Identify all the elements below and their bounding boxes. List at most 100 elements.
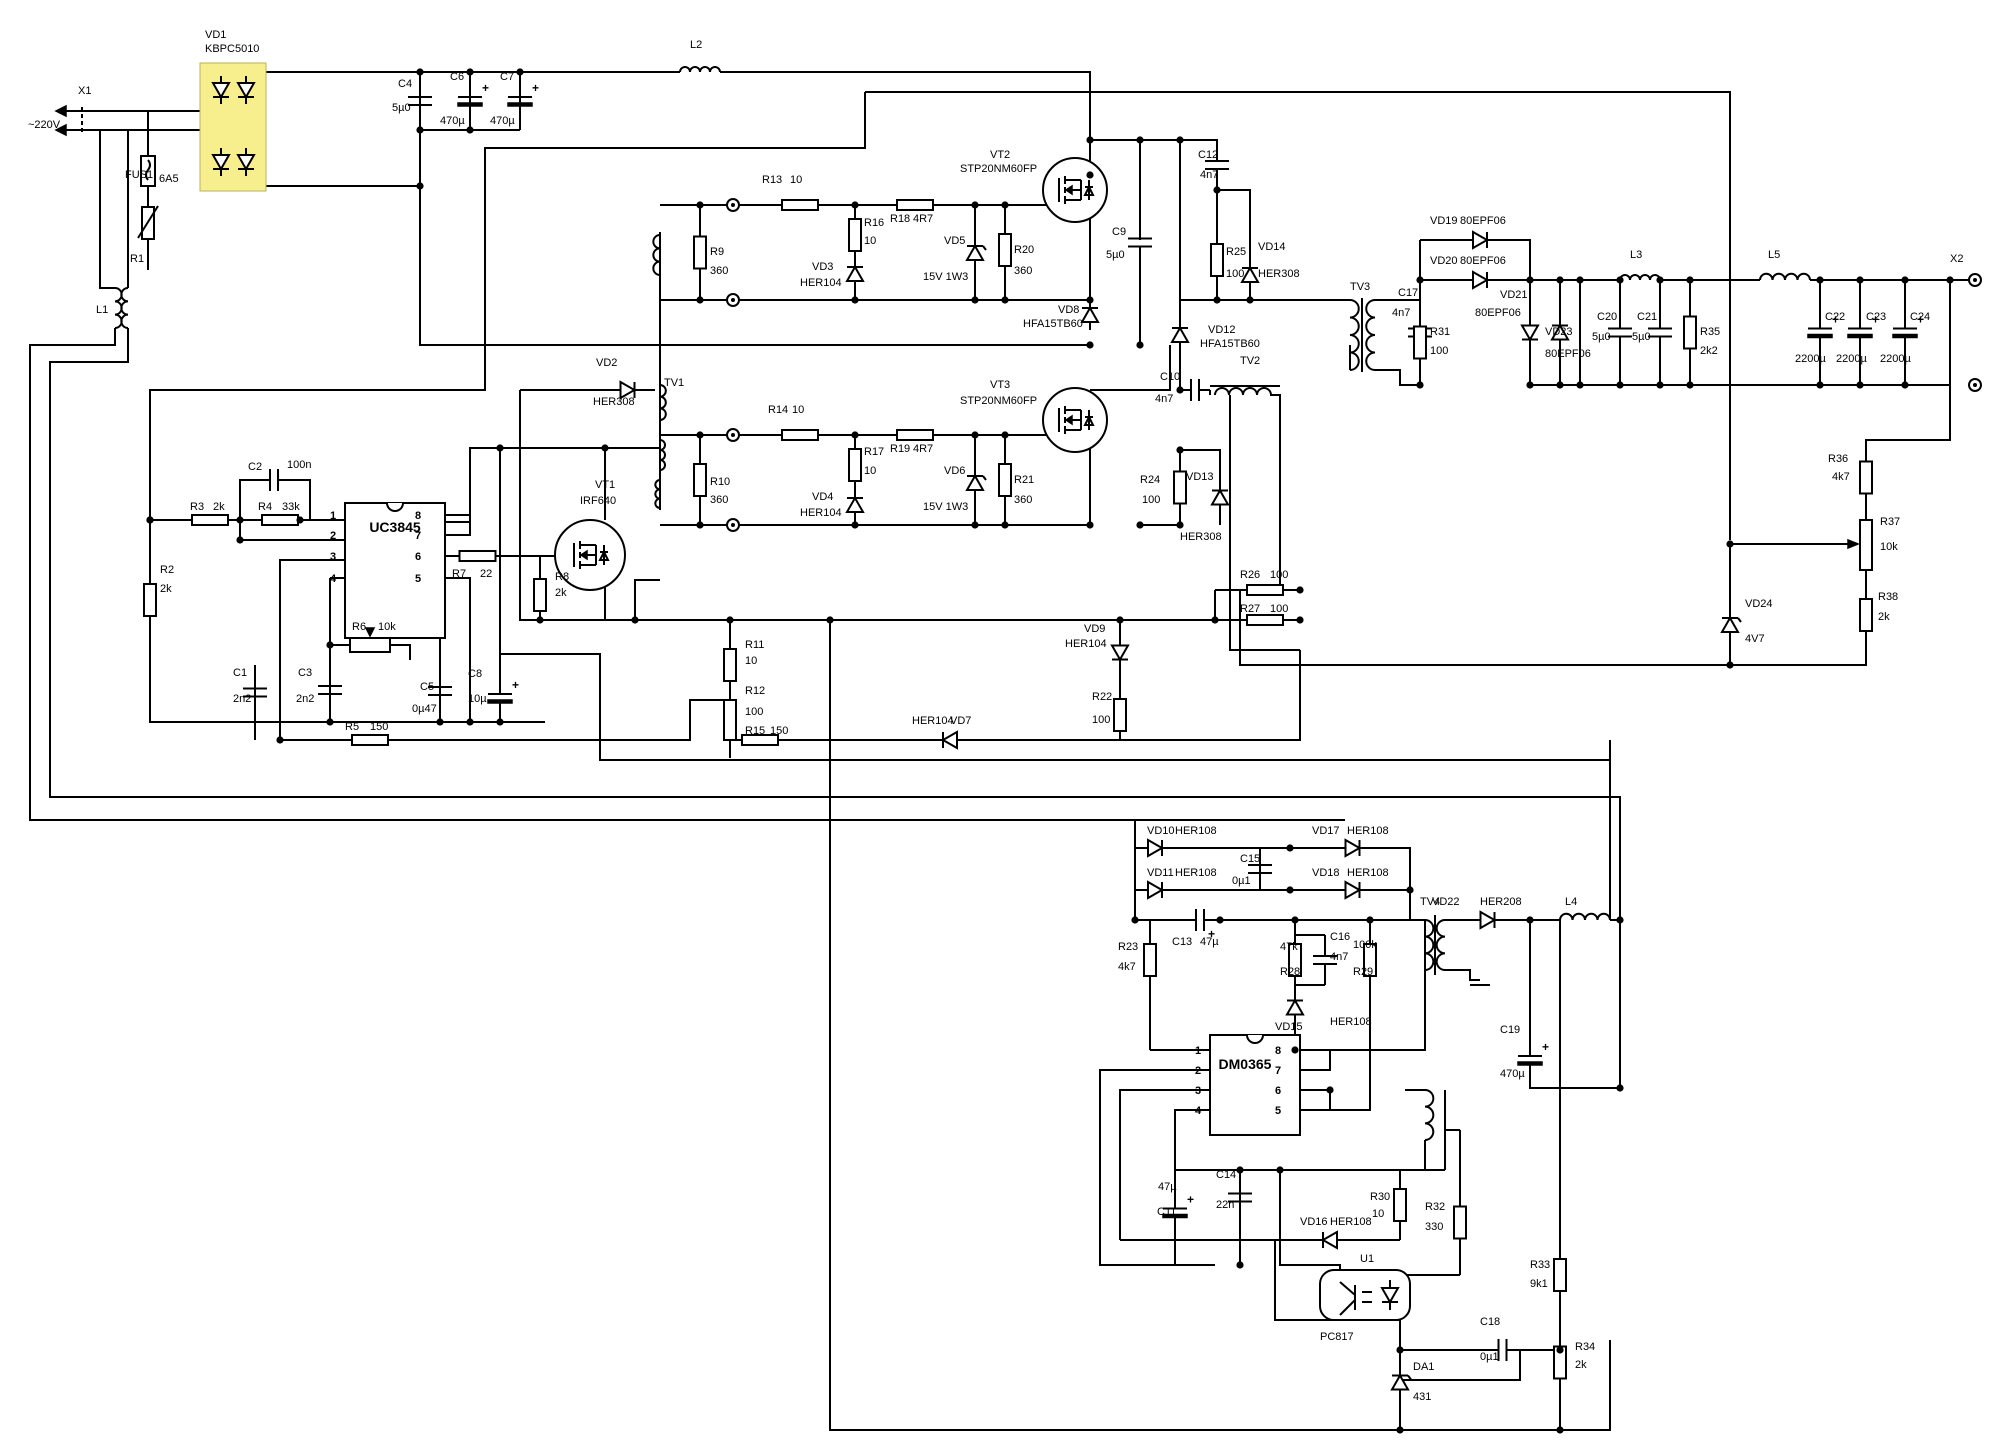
wire [634, 579, 660, 620]
junction-dot [1296, 586, 1304, 594]
junction-dot [971, 296, 979, 304]
u1-collector [1339, 1281, 1356, 1296]
junction-dot [1276, 1166, 1284, 1174]
junction-dot [1856, 276, 1864, 284]
vt3-mosfet [1042, 387, 1108, 453]
r18-resistor [895, 199, 935, 211]
junction-dot [466, 68, 474, 76]
junction-dot [236, 516, 244, 524]
x1-arrow [54, 104, 67, 118]
junction-dot [1526, 381, 1534, 389]
c18-ref: C18 [1480, 1316, 1500, 1328]
c15-capacitor [1248, 848, 1272, 890]
vd24-diode [1720, 610, 1742, 640]
junction-dot [296, 516, 304, 524]
r34-ref: R34 [1575, 1341, 1595, 1353]
r6-potentiometer [349, 637, 391, 653]
r32-value: 330 [1425, 1221, 1443, 1233]
vd10-value: HER108 [1175, 825, 1217, 837]
wire [829, 620, 1611, 1431]
vd18-diode [1330, 880, 1375, 900]
vt3-value: STP20NM60FP [960, 395, 1037, 407]
r10-value: 360 [710, 494, 728, 506]
r17-ref: R17 [864, 446, 884, 458]
r33-ref: R33 [1530, 1259, 1550, 1271]
vd4-diode [845, 490, 865, 520]
c2-capacitor [265, 469, 283, 491]
r8-resistor [533, 575, 547, 615]
vd1-ref: VD1 [205, 29, 226, 41]
vd17-ref: VD17 [1312, 825, 1340, 837]
r19-value: 4R7 [913, 443, 933, 455]
junction-dot [1286, 886, 1294, 894]
c8-value: 10µ [468, 693, 487, 705]
c13-ref: C13 [1172, 936, 1192, 948]
vd19-ref: VD19 [1430, 215, 1458, 227]
tv3-transformer [1349, 298, 1376, 372]
wire [149, 92, 866, 520]
junction-dot [1616, 276, 1624, 284]
r9-resistor [693, 205, 707, 300]
r10-ref: R10 [710, 476, 730, 488]
junction-dot [1001, 296, 1009, 304]
terminal-center [731, 298, 735, 302]
junction-dot [1176, 136, 1184, 144]
r6-ref: R6 [352, 621, 366, 633]
r22-value: 100 [1092, 714, 1110, 726]
terminal-center [731, 433, 735, 437]
r6-value: 10k [378, 621, 396, 633]
c24-capacitor: + [1892, 280, 1924, 385]
vd5-value: 15V 1W3 [923, 271, 968, 283]
vd7-ref: VD7 [950, 715, 971, 727]
vd20-value: 80EPF06 [1460, 255, 1506, 267]
junction-dot [1246, 296, 1254, 304]
c13-capacitor: + [1180, 909, 1220, 941]
vd13-ref: VD13 [1186, 471, 1214, 483]
r4-ref: R4 [258, 501, 272, 513]
r18-ref: R18 [890, 213, 910, 225]
vt3-ref: VT3 [990, 379, 1010, 391]
c9-value: 5µ0 [1106, 249, 1125, 261]
r30-ref: R30 [1370, 1191, 1390, 1203]
junction-dot [1556, 381, 1564, 389]
r37-wiper [1847, 538, 1861, 550]
c16-capacitor [1313, 935, 1337, 985]
junction-dot [971, 431, 979, 439]
r31-value: 100 [1430, 345, 1448, 357]
u1-emitter [1339, 1299, 1356, 1316]
components: +++++++++ [54, 62, 1982, 1400]
junction-dot [1396, 1426, 1404, 1434]
wire [1300, 1050, 1331, 1071]
c12-value: 4n7 [1200, 169, 1218, 181]
junction-dot [696, 201, 704, 209]
vd12-value: HFA15TB60 [1200, 338, 1260, 350]
r9-ref: R9 [710, 246, 724, 258]
c20-capacitor [1608, 280, 1632, 385]
r8-ref: R8 [555, 571, 569, 583]
wire [1239, 590, 1867, 666]
r12-ref: R12 [745, 685, 765, 697]
r20-value: 360 [1014, 265, 1032, 277]
c7-capacitor: + [507, 72, 539, 130]
wire [1090, 345, 1171, 391]
uc3845-name: UC3845 [369, 519, 421, 535]
uc3845-pin: 6 [415, 551, 421, 563]
dm0365-name: DM0365 [1219, 1056, 1272, 1072]
r38-resistor [1859, 590, 1873, 640]
vd13-value: HER308 [1180, 531, 1222, 543]
junction-dot [416, 182, 424, 190]
wire [1229, 395, 1300, 651]
r6-wiper [364, 627, 376, 638]
r28-resistor [1288, 935, 1302, 985]
junction-dot [496, 444, 504, 452]
terminal-center [731, 203, 735, 207]
junction-dot [1366, 916, 1374, 924]
junction-dot [1556, 1426, 1564, 1434]
vd21-value: 80EPF06 [1475, 307, 1521, 319]
dm0365-pin: 6 [1275, 1085, 1281, 1097]
wire [1375, 369, 1420, 386]
vd17-diode [1330, 838, 1375, 858]
wires [29, 71, 1970, 1431]
wire [1279, 1170, 1341, 1270]
wire [390, 644, 411, 660]
